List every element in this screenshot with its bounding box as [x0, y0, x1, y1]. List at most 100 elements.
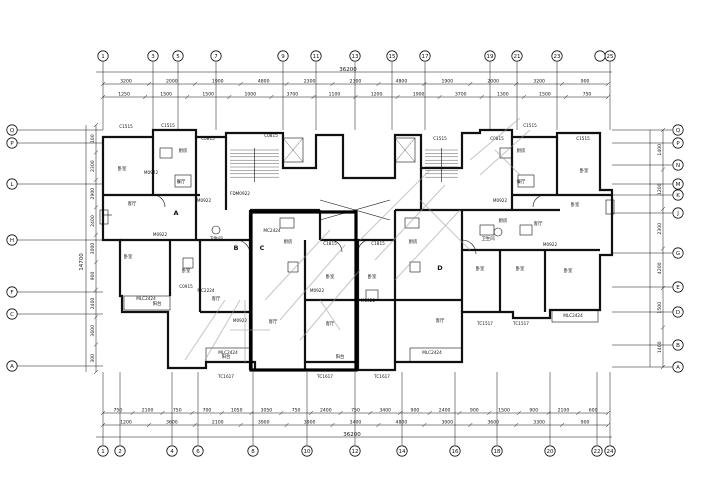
axis-bubble — [97, 445, 109, 457]
axis-bubble — [6, 308, 18, 320]
axis-label-bottom: 1 — [101, 449, 105, 455]
room-name-label: 卧室 — [571, 201, 580, 208]
dimension-tick — [100, 81, 106, 87]
room-name-label: 卧室 — [580, 167, 589, 174]
dimension-text: 3600 — [166, 420, 178, 426]
dimension-text: 1000 — [244, 92, 256, 98]
opening-code-label: C0815 — [490, 136, 504, 141]
opening-code-label: TC1517 — [512, 321, 529, 326]
dimension-text: 1050 — [231, 408, 243, 414]
dimension-text: 3900 — [304, 420, 316, 426]
room-name-label: 卧室 — [516, 265, 525, 272]
dimension-tick — [227, 94, 232, 100]
axis-label-right: B — [676, 343, 680, 349]
axis-label-bottom: 24 — [607, 449, 614, 455]
dimension-text: 2400 — [439, 408, 451, 414]
axis-label-right: Q — [676, 128, 681, 134]
dimension-tick — [521, 94, 527, 100]
dimension-text: 3300 — [533, 420, 545, 426]
dimension-text: 3000 — [90, 243, 96, 255]
axis-bubble — [511, 50, 523, 62]
opening-code-label: M0922 — [144, 170, 159, 175]
axis-bubble — [672, 306, 684, 318]
dimension-text: 1250 — [118, 92, 130, 98]
dimension-text: 1200 — [657, 183, 663, 195]
dimension-text: 750 — [173, 408, 182, 414]
opening-code-label: MLC2424 — [136, 296, 156, 301]
room-name-label: 卫生间 — [209, 235, 222, 242]
dimension-text: 300 — [90, 354, 96, 363]
dimension-tick — [397, 410, 403, 416]
axis-bubble — [6, 360, 18, 372]
axis-bubble — [386, 50, 398, 62]
dimension-tick — [427, 410, 432, 416]
dimension-text: 3000 — [441, 420, 453, 426]
axis-bubble — [301, 445, 313, 457]
axis-label-bottom: 4 — [170, 449, 174, 455]
axis-bubble — [544, 445, 556, 457]
elevator-cross — [282, 137, 304, 163]
dimension-tick — [660, 285, 666, 291]
dimension-text: 1500 — [202, 92, 214, 98]
dimension-text: 3400 — [350, 420, 362, 426]
dimension-text: 2900 — [90, 188, 96, 200]
axis-label-top: 13 — [352, 54, 359, 60]
opening-code-label: C0815 — [201, 136, 215, 141]
dimension-tick — [93, 122, 99, 128]
elevator-cross — [394, 137, 416, 163]
opening-code-label: C1515 — [576, 136, 590, 141]
axis-label-left: Q — [10, 128, 15, 134]
axis-label-right: G — [676, 251, 680, 257]
axis-label-bottom: 8 — [251, 449, 255, 455]
dimension-text: 1400 — [657, 144, 663, 156]
dimension-tick — [422, 81, 427, 87]
room-name-label: 卫生间 — [481, 235, 494, 242]
axis-label-bottom: 12 — [352, 449, 359, 455]
axis-label-right: K — [676, 193, 680, 199]
dimension-tick — [605, 81, 611, 87]
dimension-text: 3200 — [120, 79, 132, 85]
dimension-tick — [376, 81, 381, 87]
dimension-text: 2000 — [166, 79, 178, 85]
opening-code-label: M0922 — [310, 288, 325, 293]
dimension-tick — [249, 410, 254, 416]
dimension-text: 1200 — [371, 92, 383, 98]
room-name-label: 厨房 — [179, 147, 188, 154]
dimension-text: 1500 — [539, 92, 551, 98]
dimension-tick — [269, 94, 274, 100]
opening-code-label: C1515 — [433, 136, 447, 141]
opening-code-label: M0922 — [361, 298, 376, 303]
axis-label-top: 9 — [281, 54, 285, 60]
axis-bubble — [449, 445, 461, 457]
fixtures — [99, 147, 615, 363]
unit-letter-label: B — [234, 244, 239, 252]
opening-code-label: M0922 — [543, 242, 558, 247]
axis-label-top: 3 — [151, 54, 155, 60]
dimension-text: 2100 — [558, 408, 570, 414]
dimension-tick — [311, 94, 316, 100]
room-name-label: 餐厅 — [177, 178, 186, 185]
axis-bubble — [672, 124, 684, 136]
dimension-tick — [605, 410, 611, 416]
axis-bubble — [672, 137, 684, 149]
room-name-layer: 卧室卧室卧室卧室卧室卧室卧室卧室卧室卧室客厅客厅客厅客厅客厅客厅厨房厨房厨房厨房… — [118, 147, 589, 360]
dimension-tick — [338, 410, 343, 416]
opening-code-label: C1515 — [119, 124, 133, 129]
total-dimensions: 36200 36200 14700 — [79, 67, 361, 438]
dimension-tick — [146, 81, 152, 87]
axis-label-bottom: 14 — [399, 449, 406, 455]
axis-label-right: D — [676, 310, 680, 316]
dimension-tick — [146, 422, 152, 428]
axis-label-top: 17 — [422, 54, 429, 60]
axis-label-bottom: 6 — [196, 449, 200, 455]
dimension-text: 1500 — [498, 408, 510, 414]
opening-code-label: M0922 — [493, 198, 508, 203]
dimension-text: 1500 — [160, 92, 172, 98]
axis-bubble — [210, 50, 222, 62]
opening-code-label: C1515 — [161, 123, 175, 128]
axis-label-left: H — [10, 238, 14, 244]
axis-bubble — [672, 207, 684, 219]
dimension-text: 4200 — [657, 262, 663, 274]
